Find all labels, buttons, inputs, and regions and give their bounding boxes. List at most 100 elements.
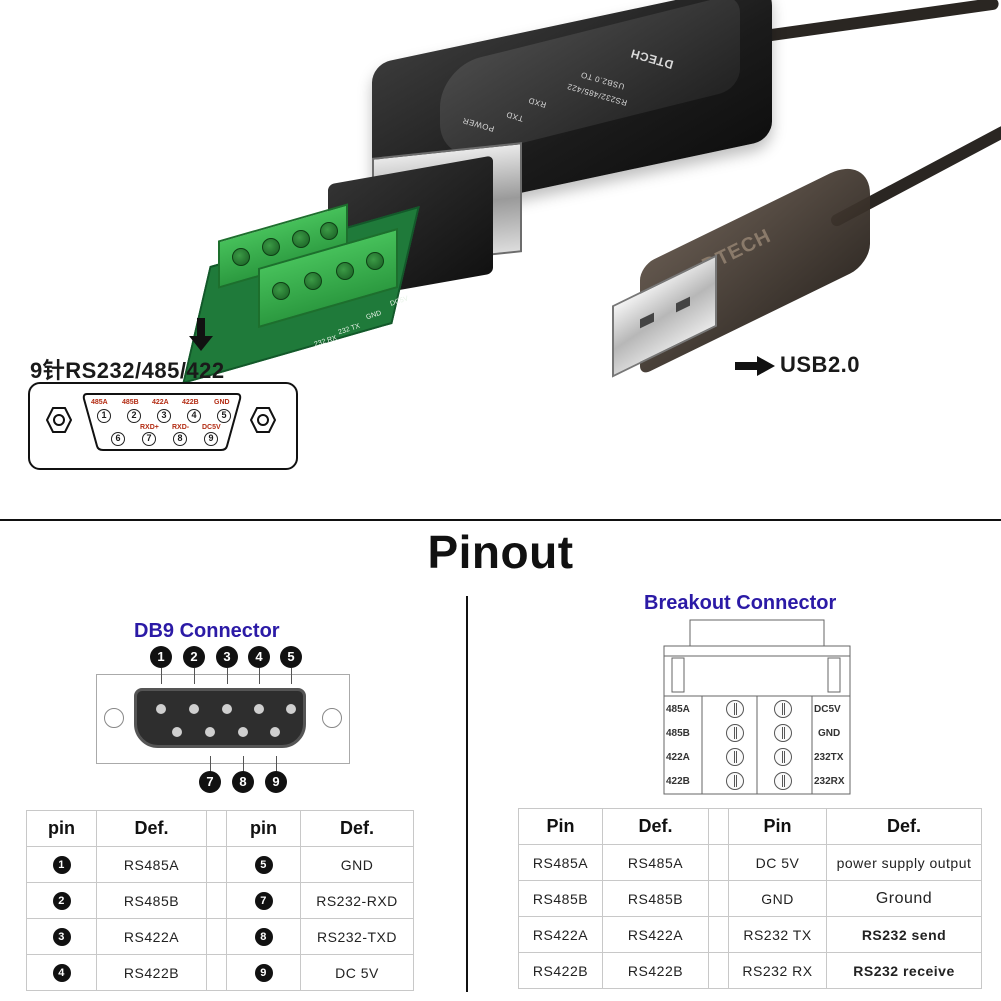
- table-cell: RS232-RXD: [300, 882, 414, 919]
- table-cell: GND: [300, 846, 414, 883]
- arrow-down-icon: [189, 318, 213, 351]
- pin-leader: [276, 756, 277, 772]
- breakout-outline: [663, 619, 851, 795]
- terminal-screw-icon: [774, 700, 792, 718]
- db9-pin-number: 2: [127, 409, 141, 423]
- table-gap: [708, 880, 729, 917]
- table-header: Pin: [518, 808, 603, 845]
- table-header: Def.: [602, 808, 709, 845]
- db9-connector-title: DB9 Connector: [134, 620, 280, 642]
- breakout-left-label: 422A: [666, 752, 690, 763]
- db9-pin-number: 7: [142, 432, 156, 446]
- db9-pin-number: 4: [187, 409, 201, 423]
- db9-pin-label: GND: [214, 399, 230, 406]
- table-cell: 4: [26, 954, 97, 991]
- db9-pin-label: RXD+: [140, 424, 159, 431]
- db9-pin: [156, 704, 166, 714]
- table-cell: RS232 TX: [728, 916, 827, 953]
- arrow-right-icon: [735, 356, 775, 376]
- pin-leader: [161, 668, 162, 684]
- pin-leader: [291, 668, 292, 684]
- db9-pin: [286, 704, 296, 714]
- table-gap: [206, 810, 227, 847]
- table-cell: 8: [226, 918, 301, 955]
- table-cell: power supply output: [826, 844, 982, 881]
- db9-top-pin-number: 5: [280, 646, 302, 668]
- table-cell: RS422A: [602, 916, 709, 953]
- breakout-right-label: 232RX: [814, 776, 845, 787]
- db9-top-pin-number: 4: [248, 646, 270, 668]
- pinout-title: Pinout: [427, 526, 574, 578]
- terminal-screw-icon: [726, 772, 744, 790]
- db9-top-pin-number: 1: [150, 646, 172, 668]
- table-cell: RS422B: [602, 952, 709, 989]
- db9-pin: [222, 704, 232, 714]
- table-cell: RS485A: [518, 844, 603, 881]
- hex-nut-icon: [250, 407, 276, 433]
- table-gap: [206, 846, 227, 883]
- table-cell: RS422A: [518, 916, 603, 953]
- table-cell: RS422A: [96, 918, 207, 955]
- db9-top-pin-number: 3: [216, 646, 238, 668]
- db9-connector-shell: [134, 688, 306, 748]
- caption-usb: USB2.0: [780, 352, 861, 377]
- breakout-left-label: 485A: [666, 704, 690, 715]
- terminal-screw: [262, 238, 280, 256]
- pin-number-badge: 5: [254, 856, 273, 874]
- pin-leader: [194, 668, 195, 684]
- table-cell: DC 5V: [300, 954, 414, 991]
- pin-leader: [259, 668, 260, 684]
- db9-pin: [205, 727, 215, 737]
- pin-number-badge: 4: [52, 964, 71, 982]
- section-divider: [0, 519, 1001, 521]
- breakout-right-label: GND: [818, 728, 841, 739]
- terminal-screw: [366, 252, 384, 270]
- table-cell: 5: [226, 846, 301, 883]
- terminal-screw-icon: [774, 772, 792, 790]
- table-header: Pin: [728, 808, 827, 845]
- db9-pin: [270, 727, 280, 737]
- terminal-screw: [304, 272, 322, 290]
- table-cell: RS422B: [518, 952, 603, 989]
- terminal-screw-icon: [726, 724, 744, 742]
- breakout-pin-table: Pin Def. Pin Def. RS485A RS485A DC 5V po…: [518, 808, 982, 989]
- terminal-screw: [336, 262, 354, 280]
- db9-pin-number: 3: [157, 409, 171, 423]
- db9-top-pin-number: 2: [183, 646, 205, 668]
- table-header: Def.: [826, 808, 982, 845]
- mounting-hole: [322, 708, 342, 728]
- table-cell: RS232 RX: [728, 952, 827, 989]
- table-cell: RS485B: [96, 882, 207, 919]
- db9-pin-number: 9: [204, 432, 218, 446]
- terminal-screw: [292, 230, 310, 248]
- db9-pin-table: pin Def. pin Def. 1 RS485A 5 GND 2 RS485…: [26, 810, 414, 991]
- table-cell: RS232 receive: [826, 952, 982, 989]
- pin-leader: [227, 668, 228, 684]
- table-gap: [708, 952, 729, 989]
- mounting-hole: [104, 708, 124, 728]
- db9-bottom-pin-number: 9: [265, 771, 287, 793]
- breakout-right-label: 232TX: [814, 752, 844, 763]
- db9-pin-number: 5: [217, 409, 231, 423]
- table-cell: 2: [26, 882, 97, 919]
- pin-number-badge: 2: [52, 892, 71, 910]
- breakout-left-label: 422B: [666, 776, 690, 787]
- db9-pin: [238, 727, 248, 737]
- terminal-screw-icon: [726, 700, 744, 718]
- breakout-connector-title: Breakout Connector: [644, 592, 837, 614]
- table-cell: RS485A: [602, 844, 709, 881]
- table-cell: RS422B: [96, 954, 207, 991]
- table-header: Def.: [300, 810, 414, 847]
- table-cell: RS485A: [96, 846, 207, 883]
- caption-db9: 9针RS232/485/422: [30, 358, 225, 383]
- pin-number-badge: 7: [254, 892, 273, 910]
- table-gap: [708, 844, 729, 881]
- column-divider: [466, 596, 468, 992]
- table-cell: 3: [26, 918, 97, 955]
- db9-pin-number: 1: [97, 409, 111, 423]
- table-cell: 1: [26, 846, 97, 883]
- table-header: Def.: [96, 810, 207, 847]
- breakout-connector-drawing: 485A 485B 422A 422B DC5V GND 232TX 232RX: [662, 618, 852, 796]
- db9-pin-label: 485A: [91, 399, 108, 406]
- table-cell: RS485B: [602, 880, 709, 917]
